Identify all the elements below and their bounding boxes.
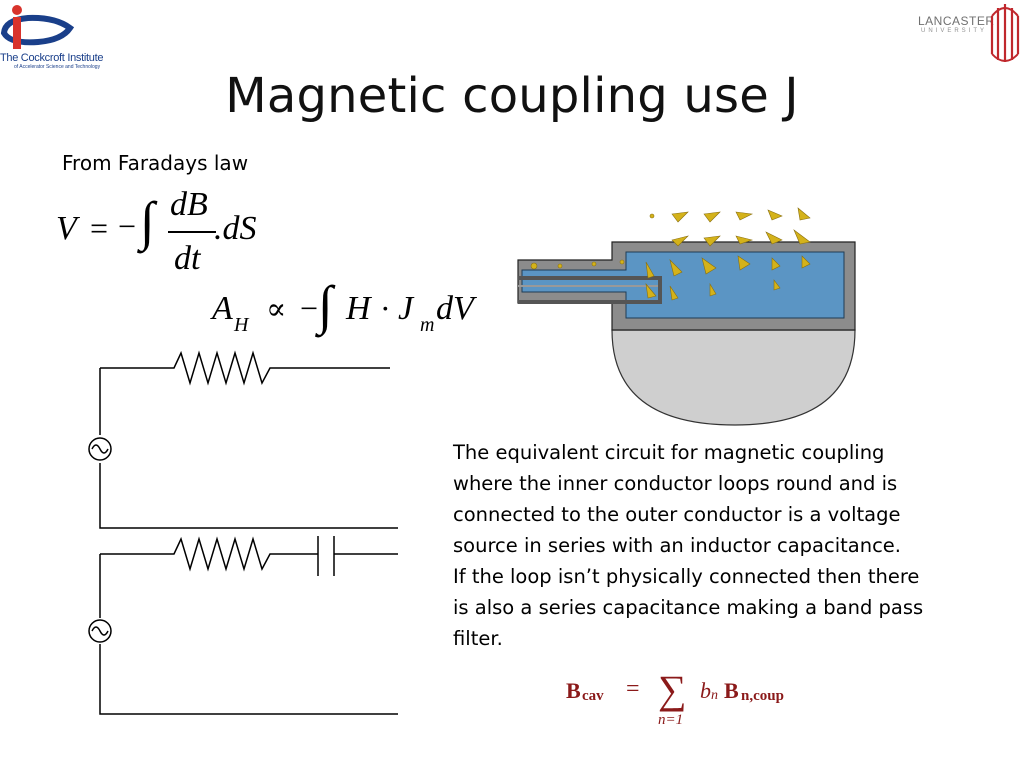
eq-dot: ·: [380, 290, 391, 326]
circuit-top: [88, 350, 398, 529]
eq-a: A: [212, 290, 233, 327]
eq-bcav-b: B: [566, 678, 581, 703]
eq-bcav-bn: b: [700, 678, 711, 703]
ac-source-icon: [88, 619, 112, 643]
eq-bcav-sum: ∑: [658, 667, 687, 712]
logo-dot: [12, 5, 22, 15]
paragraph-line: The equivalent circuit for magnetic coup…: [453, 441, 885, 464]
description-paragraph: The equivalent circuit for magnetic coup…: [453, 437, 973, 654]
eq-prop: ∝: [266, 293, 287, 326]
eq-integral: ∫: [140, 191, 155, 251]
eq-bcav-bn-sub: n: [711, 688, 718, 703]
ac-source-icon: [88, 437, 112, 461]
wire-left: [99, 368, 398, 529]
wire-top: [100, 350, 390, 386]
equation-faraday: V = − ∫ dB dt .dS: [56, 186, 286, 280]
eq-bcav-bcoup-sub: n,coup: [741, 688, 784, 704]
circuit-bottom: [88, 536, 398, 715]
lancaster-logo-name: LANCASTER: [918, 14, 995, 28]
eq-h: H: [346, 290, 371, 327]
field-arrows: [530, 207, 811, 301]
paragraph-line: is also a series capacitance making a ba…: [453, 596, 924, 619]
equation-bcav: B cav = ∑ n=1 b n B n,coup: [566, 667, 826, 746]
eq-bcav-sub: cav: [582, 688, 604, 704]
eq-minus: −: [118, 208, 137, 244]
cavity-interior: [521, 251, 845, 319]
equation-coupling: A H ∝ − ∫ H · J m dV: [212, 275, 492, 348]
eq-v: V: [56, 210, 77, 247]
lancaster-crest-icon: [990, 4, 1020, 62]
eq-minus: −: [300, 290, 319, 326]
cockcroft-logo-tagline: of Accelerator Science and Technology: [14, 64, 101, 70]
cavity-lower-half: [611, 329, 856, 426]
wire-top: [100, 536, 318, 572]
coupler-inner-conductor: [518, 276, 662, 304]
eq-tail: .dS: [214, 210, 257, 247]
subtitle: From Faradays law: [62, 151, 249, 175]
page-title: Magnetic coupling use J: [225, 68, 799, 124]
eq-bcav-bcoup: B: [724, 678, 739, 703]
eq-j-sub: m: [420, 314, 435, 336]
lancaster-logo-tagline: UNIVERSITY: [921, 28, 988, 34]
eq-numerator: dB: [170, 186, 208, 223]
paragraph-line: where the inner conductor loops round an…: [453, 472, 898, 495]
cavity-figure: [517, 207, 856, 426]
paragraph-line: connected to the outer conductor is a vo…: [453, 503, 901, 526]
eq-integral: ∫: [318, 275, 333, 335]
eq-equals: =: [90, 210, 109, 246]
eq-denominator: dt: [174, 240, 201, 277]
paragraph-line: source in series with an inductor capaci…: [453, 534, 901, 557]
eq-a-sub: H: [234, 314, 249, 336]
eq-j: J: [398, 290, 414, 327]
eq-bcav-sum-lower: n=1: [658, 712, 684, 728]
eq-fraction-bar: [168, 231, 216, 233]
cockcroft-logo-name: The Cockcroft Institute: [0, 52, 104, 64]
eq-dv: dV: [436, 290, 474, 327]
capacitor-icon: [317, 536, 335, 576]
paragraph-line: If the loop isn’t physically connected t…: [453, 565, 920, 588]
wire-left: [99, 554, 398, 715]
cockcroft-logo: [0, 5, 75, 49]
paragraph-line: filter.: [453, 627, 503, 650]
eq-bcav-equals: =: [626, 676, 640, 702]
